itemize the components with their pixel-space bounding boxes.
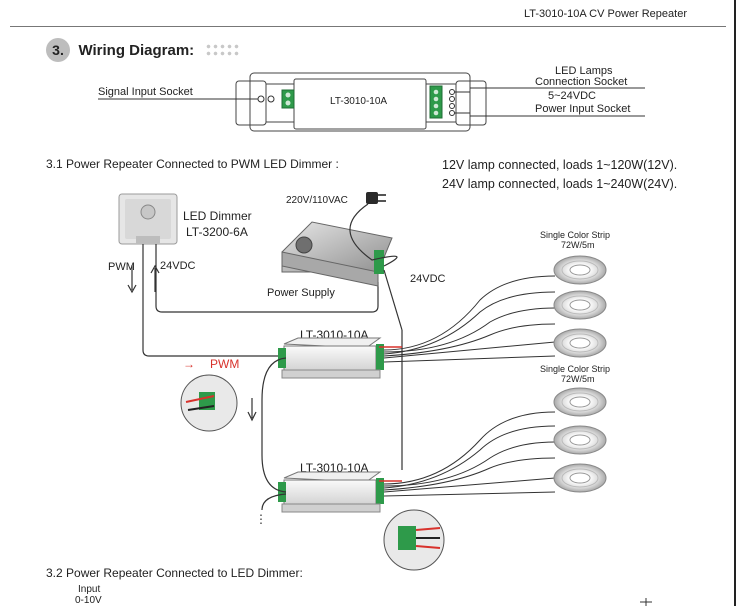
- subsection-3-2-title: 3.2 Power Repeater Connected to LED Dimm…: [46, 566, 303, 580]
- led-lamps-label: LED Lamps: [555, 65, 613, 77]
- output-fan-wires-2: [383, 411, 556, 497]
- section-heading: 3. Wiring Diagram:: [46, 38, 239, 62]
- plug-icon: [366, 192, 386, 204]
- document-header: LT-3010-10A CV Power Repeater: [523, 8, 687, 20]
- voltage-range-label: 5~24VDC: [548, 90, 597, 102]
- led-strip-reel-4: [553, 387, 607, 417]
- led-strip-reel-1: [553, 255, 607, 285]
- signal-next-wire: [261, 493, 287, 511]
- led-strip-reel-3: [553, 328, 607, 358]
- signal-input-label: Signal Input Socket: [98, 86, 193, 98]
- pwm-arrow-icon: →: [183, 357, 195, 371]
- signal-chain-wire: [261, 357, 287, 493]
- section-title: Wiring Diagram:: [78, 41, 195, 59]
- repeater-1-icon: [278, 337, 384, 379]
- repeater-2-icon: [278, 471, 384, 513]
- led-strip-reel-6: [553, 463, 607, 493]
- power-supply-icon: [281, 221, 393, 287]
- dimmer-name-label: LED Dimmer: [183, 209, 252, 223]
- psu-output-label: 24VDC: [410, 273, 446, 285]
- terminal-zoom-1: [180, 374, 238, 432]
- input-label-line1: Input: [78, 584, 101, 595]
- connection-socket-label: Connection Socket: [535, 76, 628, 88]
- corner-mark-icon: [640, 598, 652, 606]
- ac-cord: [349, 203, 398, 267]
- power-input-label: Power Input Socket: [535, 103, 631, 115]
- load-note-24v: 24V lamp connected, loads 1~240W(24V).: [442, 177, 678, 191]
- zoom-arrow: [247, 398, 257, 422]
- strip-group-2-name: Single Color Strip: [540, 364, 611, 374]
- red-signal-leads: [379, 346, 402, 482]
- header-divider: [10, 26, 726, 27]
- strip-group-2-spec: 72W/5m: [561, 374, 595, 384]
- device-outline-diagram: [235, 72, 487, 132]
- dimmer-wires: [127, 244, 379, 357]
- signal-terminal-icon: [281, 89, 295, 109]
- section-number-badge: 3.: [46, 38, 70, 62]
- diagram-leader-lines: [98, 87, 645, 117]
- ac-input-label: 220V/110VAC: [286, 195, 348, 206]
- output-terminal-icon: [429, 85, 443, 119]
- led-strip-reel-2: [553, 290, 607, 320]
- heading-dots-decoration: [204, 43, 239, 57]
- subsection-3-1-title: 3.1 Power Repeater Connected to PWM LED …: [46, 157, 339, 171]
- dimmer-pwm-label: PWM: [108, 261, 135, 273]
- pwm-signal-label: PWM: [210, 357, 240, 371]
- output-fan-wires-1: [383, 275, 556, 363]
- power-supply-label: Power Supply: [267, 287, 335, 299]
- strip-group-1-spec: 72W/5m: [561, 240, 595, 250]
- strip-group-1-name: Single Color Strip: [540, 230, 611, 240]
- led-dimmer-icon: [118, 193, 178, 245]
- device-body-label: LT-3010-10A: [330, 96, 388, 107]
- load-note-12v: 12V lamp connected, loads 1~120W(12V).: [442, 158, 678, 172]
- page-edge: [734, 0, 736, 606]
- psu-output-wire: [383, 269, 403, 331]
- terminal-zoom-2: [383, 509, 445, 571]
- dimmer-24vdc-label: 24VDC: [160, 260, 196, 272]
- led-strip-reel-5: [553, 425, 607, 455]
- continuation-dots: ⋮: [255, 512, 267, 526]
- input-label-line2: 0-10V: [75, 595, 102, 606]
- dimmer-model-label: LT-3200-6A: [186, 225, 248, 239]
